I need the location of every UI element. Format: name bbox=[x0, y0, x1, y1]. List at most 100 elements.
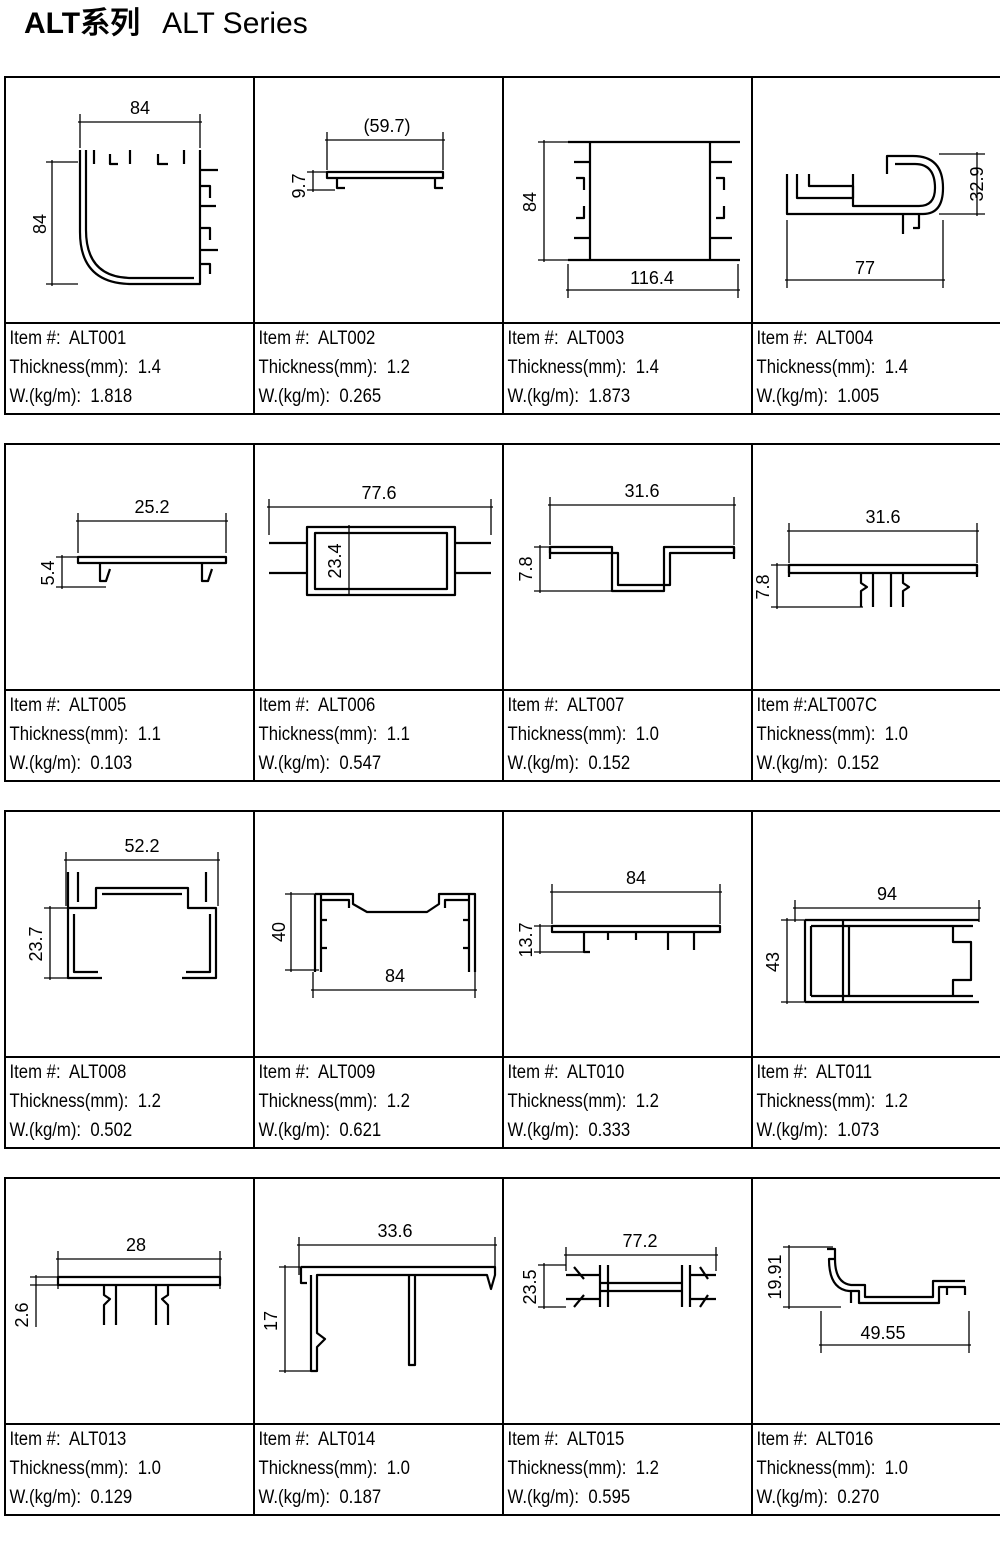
dimension-label: 23.5 bbox=[520, 1269, 540, 1304]
catalog-table-row-1: 84 84 (59.7) 9.7 84 11 bbox=[4, 76, 1000, 415]
thickness-value: 1.2 bbox=[635, 1091, 659, 1112]
page-title-english: ALT Series bbox=[162, 7, 308, 40]
info-cell-alt007c: Item #:ALT007C Thickness(mm): 1.0 W.(kg/… bbox=[751, 689, 1000, 782]
weight-label: W.(kg/m): bbox=[9, 753, 82, 774]
dimension-label: 116.4 bbox=[630, 268, 674, 288]
weight-line: W.(kg/m): 0.152 bbox=[504, 749, 721, 778]
item-number-label: Item #: bbox=[258, 1062, 310, 1083]
weight-value: 0.547 bbox=[339, 753, 382, 774]
thickness-label: Thickness(mm): bbox=[756, 724, 876, 745]
item-number-label: Item #: bbox=[507, 328, 559, 349]
dimension-label: 31.6 bbox=[865, 507, 900, 527]
thickness-value: 1.4 bbox=[635, 357, 659, 378]
drawing-cell-alt014: 33.6 17 bbox=[253, 1177, 504, 1425]
thickness-label: Thickness(mm): bbox=[507, 724, 627, 745]
weight-line: W.(kg/m): 0.187 bbox=[255, 1483, 472, 1512]
weight-value: 0.187 bbox=[339, 1487, 382, 1508]
thickness-value: 1.0 bbox=[635, 724, 659, 745]
thickness-label: Thickness(mm): bbox=[756, 1458, 876, 1479]
item-number-line: Item #: ALT014 bbox=[255, 1425, 472, 1454]
item-number-line: Item #: ALT008 bbox=[6, 1058, 223, 1087]
drawing-cell-alt010: 84 13.7 bbox=[502, 810, 753, 1058]
profile-drawing-alt011: 94 43 bbox=[763, 884, 981, 1004]
item-number-line: Item #: ALT010 bbox=[504, 1058, 721, 1087]
weight-line: W.(kg/m): 0.152 bbox=[753, 749, 970, 778]
item-number-label: Item #: bbox=[756, 695, 808, 716]
item-number-value: ALT002 bbox=[318, 328, 376, 349]
thickness-label: Thickness(mm): bbox=[258, 1458, 378, 1479]
item-number-label: Item #: bbox=[258, 328, 310, 349]
weight-label: W.(kg/m): bbox=[258, 1487, 331, 1508]
item-number-line: Item #: ALT001 bbox=[6, 324, 223, 353]
weight-value: 0.103 bbox=[90, 753, 133, 774]
drawing-cell-alt004: 32.9 77 bbox=[751, 76, 1000, 324]
dimension-label: 77.6 bbox=[361, 483, 396, 503]
profile-drawing-alt007: 31.6 7.8 bbox=[516, 481, 736, 593]
dimension-label: 84 bbox=[385, 966, 405, 986]
weight-line: W.(kg/m): 0.129 bbox=[6, 1483, 223, 1512]
item-number-value: ALT003 bbox=[567, 328, 625, 349]
weight-label: W.(kg/m): bbox=[756, 1120, 829, 1141]
weight-line: W.(kg/m): 0.595 bbox=[504, 1483, 721, 1512]
info-cell-alt013: Item #: ALT013 Thickness(mm): 1.0 W.(kg/… bbox=[4, 1423, 255, 1516]
profile-drawing-alt009: 40 84 bbox=[269, 892, 477, 998]
drawing-cell-alt013: 28 2.6 bbox=[4, 1177, 255, 1425]
drawing-cell-alt005: 25.2 5.4 bbox=[4, 443, 255, 691]
drawing-cell-alt007: 31.6 7.8 bbox=[502, 443, 753, 691]
item-number-value: ALT008 bbox=[69, 1062, 127, 1083]
profile-drawing-alt007c: 31.6 7.8 bbox=[753, 507, 979, 609]
weight-label: W.(kg/m): bbox=[756, 1487, 829, 1508]
item-number-value: ALT006 bbox=[318, 695, 376, 716]
weight-value: 1.005 bbox=[837, 386, 880, 407]
item-number-label: Item #: bbox=[507, 695, 559, 716]
drawing-cell-alt015: 77.2 23.5 bbox=[502, 1177, 753, 1425]
thickness-label: Thickness(mm): bbox=[756, 357, 876, 378]
weight-label: W.(kg/m): bbox=[756, 753, 829, 774]
item-number-label: Item #: bbox=[756, 328, 808, 349]
thickness-line: Thickness(mm): 1.2 bbox=[753, 1087, 970, 1116]
info-cell-alt014: Item #: ALT014 Thickness(mm): 1.0 W.(kg/… bbox=[253, 1423, 504, 1516]
weight-value: 0.129 bbox=[90, 1487, 133, 1508]
info-cell-alt001: Item #: ALT001 Thickness(mm): 1.4 W.(kg/… bbox=[4, 322, 255, 415]
item-number-line: Item #: ALT009 bbox=[255, 1058, 472, 1087]
drawing-cell-alt009: 40 84 bbox=[253, 810, 504, 1058]
dimension-label: 25.2 bbox=[134, 497, 169, 517]
info-cell-alt009: Item #: ALT009 Thickness(mm): 1.2 W.(kg/… bbox=[253, 1056, 504, 1149]
dimension-label: 84 bbox=[520, 192, 540, 212]
thickness-line: Thickness(mm): 1.2 bbox=[504, 1087, 721, 1116]
thickness-value: 1.0 bbox=[884, 1458, 908, 1479]
weight-line: W.(kg/m): 0.333 bbox=[504, 1116, 721, 1145]
drawing-cell-alt011: 94 43 bbox=[751, 810, 1000, 1058]
item-number-value: ALT007 bbox=[567, 695, 625, 716]
weight-value: 0.621 bbox=[339, 1120, 382, 1141]
item-number-value: ALT015 bbox=[567, 1429, 625, 1450]
dimension-label: 17 bbox=[261, 1311, 281, 1331]
item-number-value: ALT010 bbox=[567, 1062, 625, 1083]
dimension-label: 77.2 bbox=[622, 1231, 657, 1251]
info-cell-alt007: Item #: ALT007 Thickness(mm): 1.0 W.(kg/… bbox=[502, 689, 753, 782]
drawing-cell-alt002: (59.7) 9.7 bbox=[253, 76, 504, 324]
thickness-line: Thickness(mm): 1.0 bbox=[6, 1454, 223, 1483]
item-number-line: Item #: ALT015 bbox=[504, 1425, 721, 1454]
item-number-line: Item #:ALT007C bbox=[753, 691, 970, 720]
info-cell-alt002: Item #: ALT002 Thickness(mm): 1.2 W.(kg/… bbox=[253, 322, 504, 415]
weight-label: W.(kg/m): bbox=[9, 1487, 82, 1508]
weight-label: W.(kg/m): bbox=[258, 753, 331, 774]
weight-line: W.(kg/m): 1.073 bbox=[753, 1116, 970, 1145]
item-number-line: Item #: ALT011 bbox=[753, 1058, 970, 1087]
dimension-label: 5.4 bbox=[38, 560, 58, 585]
dimension-label: 33.6 bbox=[377, 1221, 412, 1241]
item-number-line: Item #: ALT002 bbox=[255, 324, 472, 353]
weight-line: W.(kg/m): 1.873 bbox=[504, 382, 721, 411]
thickness-label: Thickness(mm): bbox=[9, 724, 129, 745]
catalog-table-row-4: 28 2.6 33.6 17 77.2 23 bbox=[4, 1177, 1000, 1516]
info-cell-alt006: Item #: ALT006 Thickness(mm): 1.1 W.(kg/… bbox=[253, 689, 504, 782]
thickness-line: Thickness(mm): 1.1 bbox=[6, 720, 223, 749]
thickness-value: 1.0 bbox=[137, 1458, 161, 1479]
item-number-label: Item #: bbox=[9, 328, 61, 349]
dimension-label: 7.8 bbox=[516, 556, 536, 581]
profile-drawing-alt005: 25.2 5.4 bbox=[38, 497, 228, 589]
drawing-cell-alt016: 19.91 49.55 bbox=[751, 1177, 1000, 1425]
profile-drawing-alt001: 84 84 bbox=[30, 98, 218, 286]
weight-label: W.(kg/m): bbox=[507, 1120, 580, 1141]
